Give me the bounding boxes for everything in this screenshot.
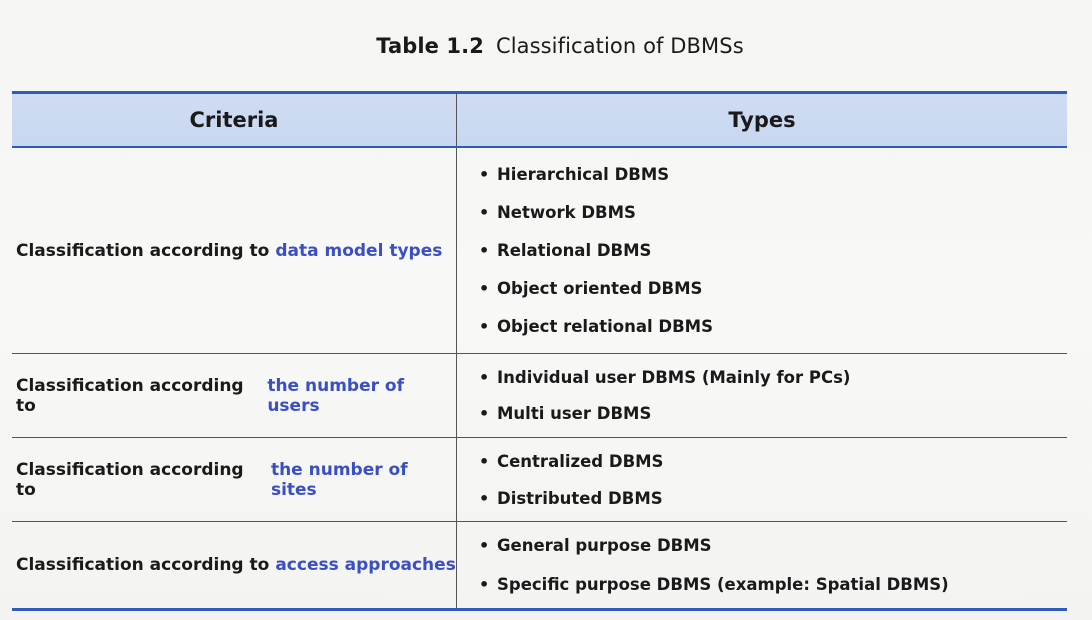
table-row: Classification according to the number of… (12, 438, 1067, 522)
type-item: Hierarchical DBMS (479, 164, 1067, 202)
table-header-row: Criteria Types (12, 94, 1067, 148)
criteria-highlight: the number of users (267, 375, 404, 416)
types-list: Individual user DBMS (Mainly for PCs) Mu… (479, 367, 1067, 439)
criteria-cell: Classification according to the number of… (12, 354, 457, 437)
type-item: General purpose DBMS (479, 535, 1067, 574)
criteria-highlight: access approaches (275, 555, 456, 575)
types-cell: General purpose DBMS Specific purpose DB… (457, 522, 1067, 608)
type-item: Centralized DBMS (479, 451, 1067, 488)
header-criteria: Criteria (12, 94, 457, 146)
type-item: Object oriented DBMS (479, 278, 1067, 316)
type-item: Network DBMS (479, 202, 1067, 240)
type-item: Distributed DBMS (479, 488, 1067, 525)
type-item: Object relational DBMS (479, 316, 1067, 354)
criteria-cell: Classification according to the number of… (12, 438, 457, 521)
criteria-prefix: Classification according to (16, 459, 244, 500)
types-cell: Individual user DBMS (Mainly for PCs) Mu… (457, 354, 1067, 437)
criteria-prefix: Classification according to (16, 240, 270, 261)
types-cell: Centralized DBMS Distributed DBMS (457, 438, 1067, 521)
types-list: Centralized DBMS Distributed DBMS (479, 451, 1067, 525)
type-item: Specific purpose DBMS (example: Spatial … (479, 574, 1067, 613)
table-row: Classification according to the number of… (12, 354, 1067, 438)
criteria-highlight: data model types (275, 240, 443, 261)
criteria-highlight: the number of sites (270, 459, 408, 500)
type-item: Multi user DBMS (479, 403, 1067, 439)
criteria-prefix: Classification according to (16, 555, 270, 575)
criteria-prefix: Classification according to (16, 375, 244, 416)
classification-table: Criteria Types Classification according … (12, 91, 1067, 611)
types-list: General purpose DBMS Specific purpose DB… (479, 535, 1067, 613)
table-title: Classification of DBMSs (495, 34, 744, 58)
types-cell: Hierarchical DBMS Network DBMS Relationa… (457, 148, 1067, 353)
types-list: Hierarchical DBMS Network DBMS Relationa… (479, 164, 1067, 354)
header-types: Types (728, 108, 796, 132)
type-item: Individual user DBMS (Mainly for PCs) (479, 367, 1067, 403)
type-item: Relational DBMS (479, 240, 1067, 278)
table-number: Table 1.2 (376, 34, 484, 58)
table-caption: Table 1.2 Classification of DBMSs (0, 34, 1092, 58)
